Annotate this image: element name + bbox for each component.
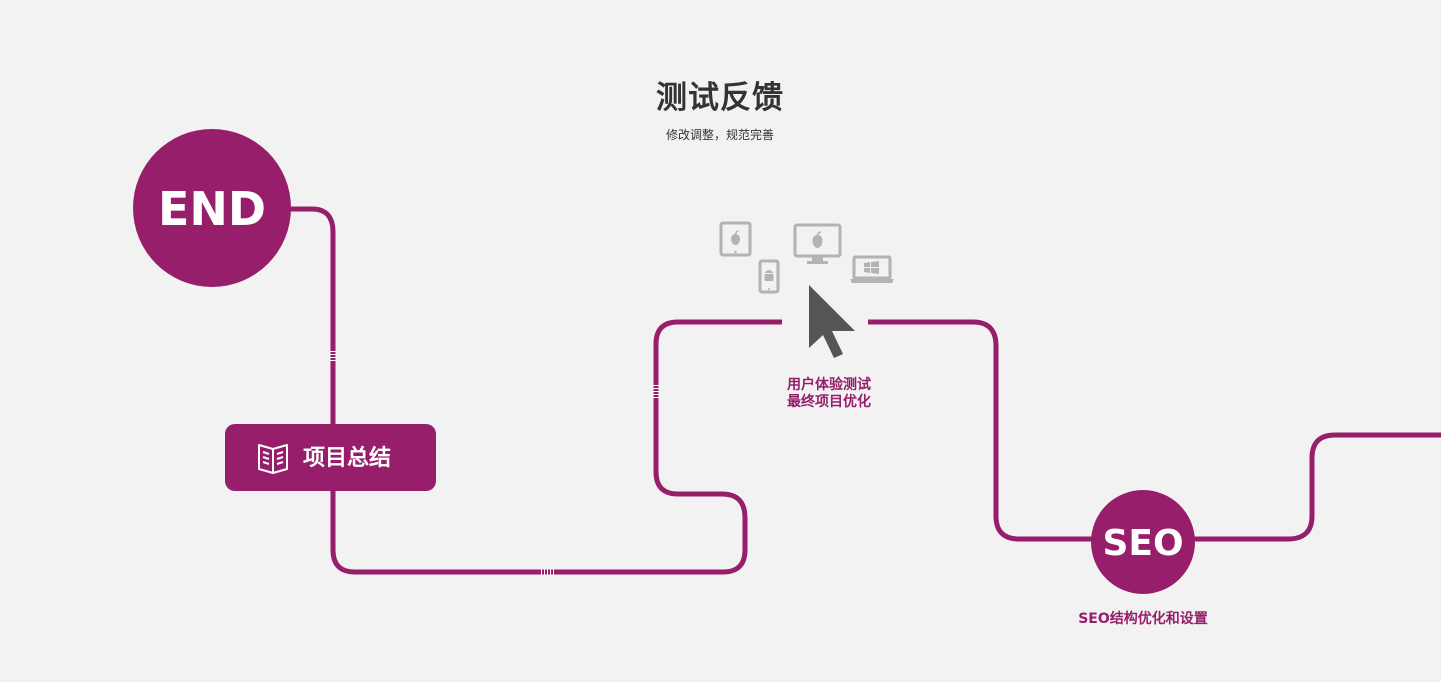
page-title: 测试反馈: [656, 80, 784, 116]
seo-node: SEO: [1091, 490, 1195, 594]
seo-caption: SEO结构优化和设置: [1078, 611, 1208, 627]
testing-label-line-1: 用户体验测试: [787, 377, 871, 393]
monitor-apple-icon: [793, 223, 842, 264]
seo-label: SEO: [1102, 523, 1183, 564]
book-icon: [258, 444, 288, 474]
testing-label-line-2: 最终项目优化: [787, 394, 871, 410]
summary-label: 项目总结: [303, 445, 391, 471]
path-tick-vertical-left: [330, 351, 336, 361]
summary-node: 项目总结: [225, 424, 436, 491]
tablet-apple-icon: [719, 221, 752, 257]
path-tick-horizontal: [541, 569, 554, 575]
cursor-arrow-icon: [809, 285, 855, 358]
phone-android-icon: [758, 259, 780, 294]
laptop-windows-icon: [850, 255, 894, 283]
end-label: END: [158, 182, 266, 236]
end-node: END: [133, 129, 291, 287]
testing-label: 用户体验测试 最终项目优化: [759, 377, 899, 411]
flow-path: [290, 206, 782, 575]
path-tick-vertical-middle: [653, 385, 659, 398]
page-subtitle: 修改调整，规范完善: [665, 128, 774, 142]
